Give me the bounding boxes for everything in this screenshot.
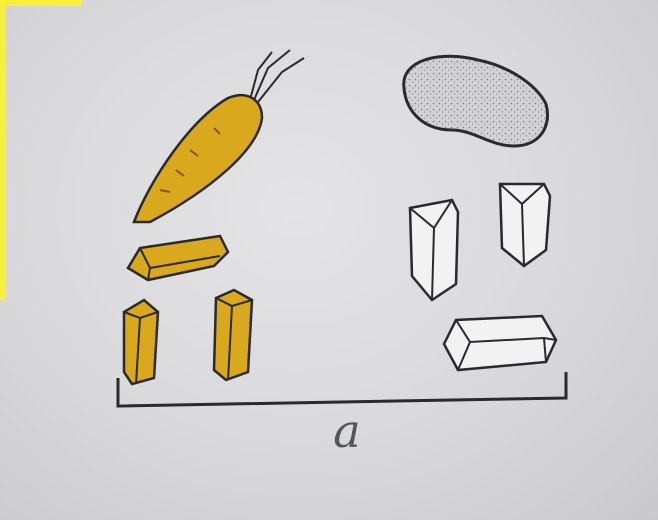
figure-caption-letter: a <box>322 408 372 454</box>
potato-block <box>444 316 556 370</box>
potato-wedge-left <box>410 200 458 300</box>
potato-wedge-right <box>500 184 550 266</box>
yellow-border-top <box>0 0 82 6</box>
potato-drawing <box>404 56 548 146</box>
carrot-stick-left <box>124 300 158 384</box>
carrot-bar-horizontal <box>128 236 228 280</box>
grouping-bracket <box>118 372 566 406</box>
carrot-stick-right <box>214 290 252 380</box>
carrot-drawing <box>134 50 304 222</box>
yellow-border-left <box>0 0 6 300</box>
